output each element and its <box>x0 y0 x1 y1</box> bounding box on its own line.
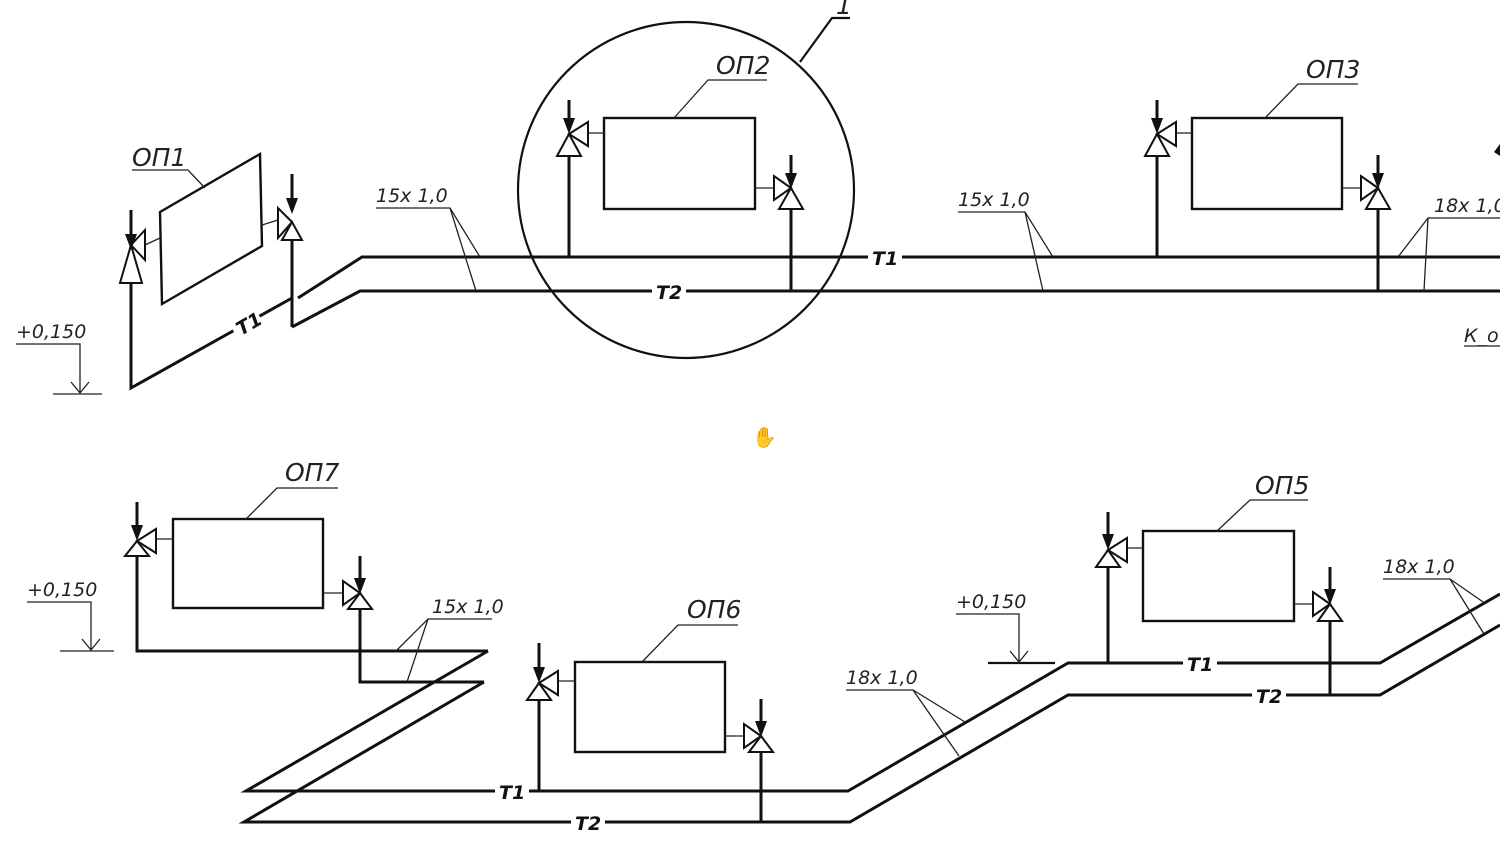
op5-body <box>1141 529 1296 623</box>
elevation-bottom-mid-text: +0,150 <box>956 591 1026 613</box>
pipe-size-top-left: 15x 1,0 <box>376 185 481 292</box>
op7-supply-branch <box>135 556 488 653</box>
elevation-mark-top-left: +0,150 <box>16 321 102 395</box>
op2-valve-right <box>773 174 793 202</box>
top-pipeline <box>129 238 1500 391</box>
op2-valve-left <box>567 120 589 148</box>
op7-leader <box>245 487 338 520</box>
pipe-size-top-right-text: 18x 1,0 <box>1434 195 1500 217</box>
pipe-size-bottom-left: 15x 1,0 <box>395 596 504 683</box>
pipe-size-bottom-mid: 18x 1,0 <box>846 667 966 757</box>
radiator-op2[interactable]: ОП2 <box>555 51 805 291</box>
elevation-mark-bottom-mid: +0,150 <box>956 591 1055 665</box>
callout-number: 1 <box>836 0 852 20</box>
op7-valve-right <box>342 579 362 607</box>
op2-leader <box>673 79 767 119</box>
top-t2-pipe <box>291 289 1500 329</box>
pipe-size-top-right: 18x 1,0 <box>1397 195 1500 292</box>
bottom-t1-pipe <box>240 592 1500 793</box>
op1-body <box>158 151 264 307</box>
top-t1-pipe <box>297 255 1500 300</box>
op1-valve-right <box>277 205 294 241</box>
partial-label: К_о <box>1464 325 1499 347</box>
op6-valve-left <box>537 669 559 697</box>
op6-body <box>573 660 727 754</box>
op6-leader <box>641 624 738 663</box>
op3-valve-right <box>1360 174 1380 202</box>
op5-label: ОП5 <box>1255 471 1309 500</box>
top-t2-label: Т2 <box>656 282 682 304</box>
callout-circle-1: 1 <box>516 0 856 360</box>
bottom-t2-pipe <box>238 623 1500 824</box>
bottom-pipeline <box>135 556 1500 824</box>
op7-body <box>171 517 325 610</box>
bottom-right-t1-label: Т1 <box>1187 654 1213 676</box>
pipe-size-top-left-text: 15x 1,0 <box>376 185 448 207</box>
op1-label: ОП1 <box>132 143 186 172</box>
elevation-bottom-left-text: +0,150 <box>27 579 97 601</box>
op3-leader <box>1264 83 1358 119</box>
hand-pan-icon: ✋ <box>752 425 777 449</box>
bottom-right-t2-label: Т2 <box>1256 686 1282 708</box>
op5-leader <box>1216 499 1308 532</box>
op2-body <box>602 116 757 211</box>
pipe-size-bottom-left-text: 15x 1,0 <box>432 596 504 618</box>
op3-label: ОП3 <box>1306 55 1360 84</box>
op1-leader <box>132 169 206 189</box>
bottom-t1-label: Т1 <box>499 782 525 804</box>
pipe-size-top-mid: 15x 1,0 <box>958 189 1054 292</box>
op5-valve-right <box>1312 590 1332 618</box>
radiator-op7[interactable]: ОП7 <box>122 458 374 610</box>
radiator-op3[interactable]: ОП3 <box>1143 55 1392 291</box>
radiator-op5[interactable]: ОП5 <box>1094 471 1344 695</box>
op7-return-branch <box>358 608 484 684</box>
op3-valve-left <box>1155 120 1177 148</box>
pipe-size-bottom-mid-text: 18x 1,0 <box>846 667 918 689</box>
op5-valve-left <box>1106 536 1128 564</box>
op6-label: ОП6 <box>687 595 741 624</box>
top-left-t1-branch <box>129 283 293 391</box>
pipe-size-bottom-right-text: 18x 1,0 <box>1383 556 1455 578</box>
elevation-top-left-text: +0,150 <box>16 321 86 343</box>
pipe-size-top-mid-text: 15x 1,0 <box>958 189 1030 211</box>
op2-label: ОП2 <box>716 51 770 80</box>
op1-valve-left <box>129 227 146 263</box>
elevation-mark-bottom-left: +0,150 <box>27 579 114 652</box>
bottom-t2-label: Т2 <box>575 813 601 835</box>
radiator-op1[interactable]: ОП1 <box>118 143 304 307</box>
radiator-op6[interactable]: ОП6 <box>525 595 775 822</box>
op7-label: ОП7 <box>285 458 339 487</box>
pipe-size-bottom-right: 18x 1,0 <box>1383 556 1487 635</box>
op3-body <box>1190 116 1344 211</box>
op7-valve-left <box>135 527 157 555</box>
top-t1-label: Т1 <box>872 248 898 270</box>
op6-valve-right <box>743 722 763 750</box>
